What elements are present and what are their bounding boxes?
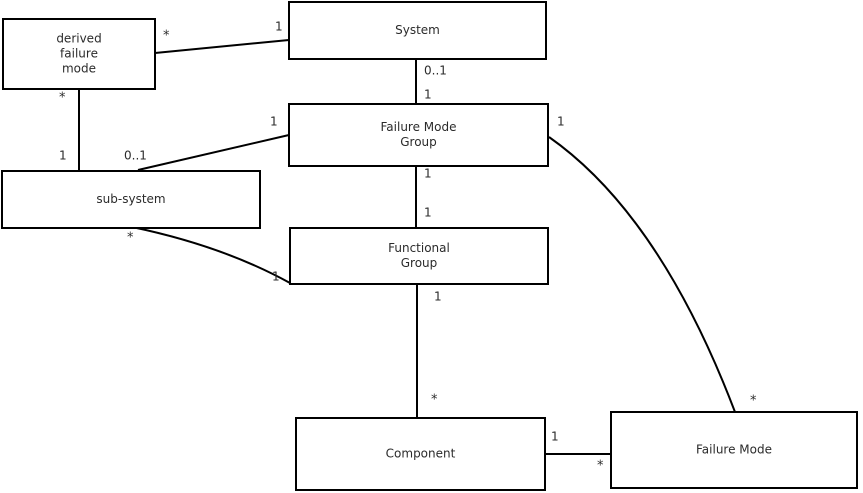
- class-box-label-failure-mode: Failure Mode: [696, 443, 772, 457]
- class-box-rect-sub-system[interactable]: [1, 170, 261, 229]
- multiplicity-label: *: [431, 393, 438, 408]
- multiplicity-label: 1: [551, 430, 559, 444]
- class-box-label-functional-group: Functional: [388, 241, 450, 255]
- multiplicity-label: 1: [424, 88, 432, 102]
- class-box-label-failure-mode-group: Failure Mode: [381, 120, 457, 134]
- multiplicity-label: 1: [557, 115, 565, 129]
- class-box-label-derived-failure-mode: failure: [60, 47, 98, 61]
- multiplicity-label: *: [163, 29, 170, 44]
- class-box-label-failure-mode-group: Group: [400, 135, 437, 149]
- multiplicity-label: 1: [275, 20, 283, 34]
- class-box-rect-component[interactable]: [295, 417, 546, 491]
- class-box-component[interactable]: Component: [295, 417, 546, 491]
- multiplicity-label: 1: [272, 270, 280, 284]
- class-box-label-system: System: [395, 23, 440, 37]
- association-failure-mode-group--failure-mode: [548, 136, 736, 413]
- multiplicity-label: *: [127, 231, 134, 246]
- class-box-label-derived-failure-mode: derived: [56, 32, 101, 46]
- class-box-label-component: Component: [386, 447, 456, 461]
- multiplicity-label: *: [597, 459, 604, 474]
- class-box-rect-failure-mode[interactable]: [610, 411, 858, 489]
- class-box-rect-system[interactable]: [288, 1, 547, 60]
- multiplicity-label: 1: [270, 115, 278, 129]
- association-sub-system--failure-mode-group: [137, 134, 290, 171]
- multiplicity-label: *: [59, 91, 66, 106]
- multiplicity-label: 1: [424, 167, 432, 181]
- association-sub-system--functional-group: [131, 226, 291, 284]
- class-box-rect-derived-failure-mode[interactable]: [2, 18, 156, 90]
- class-box-failure-mode[interactable]: Failure Mode: [610, 411, 858, 489]
- association-layer: [78, 39, 736, 455]
- class-box-label-functional-group: Group: [401, 256, 438, 270]
- association-derived-failure-mode--system: [154, 39, 290, 54]
- class-box-system[interactable]: System: [288, 1, 547, 60]
- multiplicity-label: 0..1: [124, 149, 147, 163]
- multiplicity-label: 1: [59, 149, 67, 163]
- multiplicity-layer: * 1 * 1 0..1 1 0..1 1 1 1 * 1 1 * 1 * 1 *: [59, 20, 757, 474]
- class-box-rect-failure-mode-group[interactable]: [288, 103, 549, 167]
- multiplicity-label: *: [750, 394, 757, 409]
- class-box-label-derived-failure-mode: mode: [62, 62, 96, 76]
- class-box-rect-functional-group[interactable]: [289, 227, 549, 285]
- multiplicity-label: 1: [434, 290, 442, 304]
- class-box-label-sub-system: sub-system: [96, 192, 165, 206]
- multiplicity-label: 1: [424, 206, 432, 220]
- class-box-sub-system[interactable]: sub-system: [1, 170, 261, 229]
- multiplicity-label: 0..1: [424, 64, 447, 78]
